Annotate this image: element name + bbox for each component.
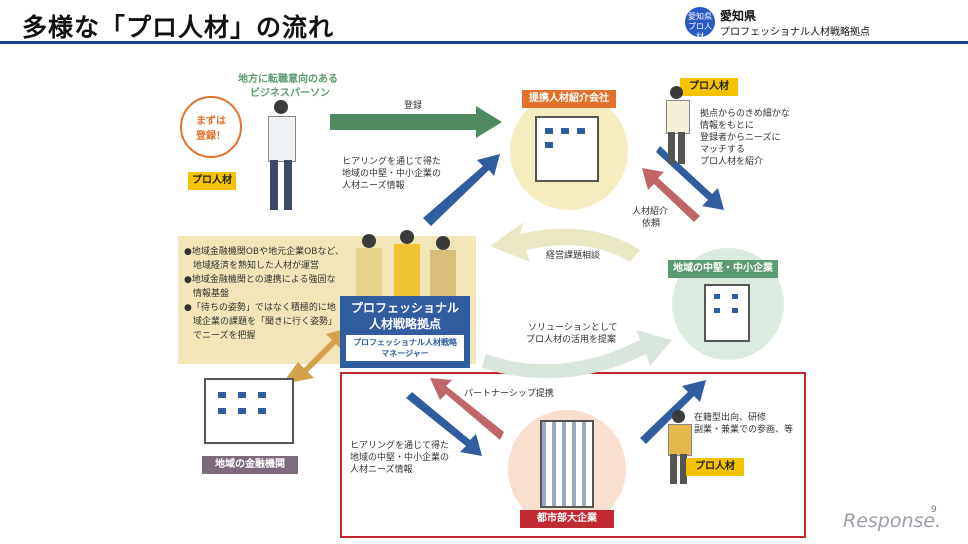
big-company-building-icon bbox=[540, 420, 594, 508]
solution-label-2: プロ人材の活用を提案 bbox=[526, 335, 617, 345]
matching-label-5: プロ人材を紹介 bbox=[700, 157, 764, 167]
logo-title: 愛知県 bbox=[720, 9, 757, 23]
sme-building-icon bbox=[704, 284, 750, 342]
pro-talent-left-label: プロ人材 bbox=[188, 172, 236, 190]
hq-team-figures bbox=[352, 230, 464, 296]
feature-line-1: ●地域金融機関OBや地元企業OBなど、 bbox=[184, 247, 344, 257]
solution-label-1: ソリューションとして bbox=[528, 323, 618, 333]
local-sme-label: 地域の中堅・中小企業 bbox=[668, 260, 778, 278]
feature-line-4: 情報基盤 bbox=[184, 289, 230, 299]
hearing-top-arrow-icon bbox=[423, 154, 500, 226]
feature-line-5: ●「待ちの姿勢」ではなく積極的に地 bbox=[184, 303, 336, 313]
start-bubble-line1: まずは bbox=[196, 116, 226, 127]
register-label: 登録 bbox=[404, 101, 423, 111]
agency-label: 提携人材紹介会社 bbox=[522, 90, 616, 108]
consult-label: 経営課題相談 bbox=[546, 251, 601, 261]
hq-manager-label: プロフェッショナル人材戦略 マネージャー bbox=[346, 335, 464, 361]
start-bubble-line2: 登録！ bbox=[196, 131, 226, 142]
pro-talent-figure-top bbox=[662, 86, 692, 166]
feature-line-6: 域企業の課題を「聞きに行く姿勢」 bbox=[184, 317, 338, 327]
solution-arrow-icon bbox=[482, 330, 672, 379]
page-number: 9 bbox=[931, 505, 937, 515]
referral-label-2: 依頼 bbox=[642, 219, 661, 229]
big-company-label: 都市部大企業 bbox=[520, 510, 614, 528]
hq-manager-line1: プロフェッショナル人材戦略 bbox=[353, 338, 457, 347]
hq-title-2: 人材戦略拠点 bbox=[368, 317, 441, 331]
response-watermark: Response. bbox=[843, 510, 942, 532]
business-person-caption-2: ビジネスパーソン bbox=[250, 88, 330, 99]
hq-box: プロフェッショナル 人材戦略拠点 プロフェッショナル人材戦略 マネージャー bbox=[340, 296, 470, 368]
feature-line-7: でニーズを把握 bbox=[184, 331, 256, 341]
pro-talent-top-right-label: プロ人材 bbox=[680, 78, 738, 96]
hq-title-1: プロフェッショナル bbox=[350, 301, 459, 315]
matching-label-4: マッチする bbox=[700, 145, 746, 155]
matching-label-2: 情報をもとに bbox=[700, 121, 754, 131]
hearing-bottom-label-1: ヒアリングを通じて得た bbox=[350, 441, 450, 451]
hearing-bottom-label-3: 人材ニーズ情報 bbox=[350, 465, 413, 475]
pro-talent-bottom-right-label: プロ人材 bbox=[686, 458, 744, 476]
aichi-logo-icon: 愛知県 プロ人材 bbox=[685, 7, 715, 41]
feature-line-2: 地域経済を熟知した人材が運営 bbox=[184, 261, 320, 271]
hq-manager-line2: マネージャー bbox=[381, 349, 429, 358]
secondment-label-1: 在籍型出向、研修 bbox=[694, 413, 767, 423]
request-arrow-icon bbox=[642, 168, 700, 222]
logo-subtitle: プロフェッショナル人材戦略拠点 bbox=[720, 27, 870, 38]
hearing-bottom-label-2: 地域の中堅・中小企業の bbox=[350, 453, 450, 463]
page-title: 多様な「プロ人材」の流れ bbox=[22, 13, 335, 42]
business-person-caption-1: 地方に転職意向のある bbox=[238, 74, 338, 85]
consult-arrow-icon bbox=[490, 222, 640, 262]
hearing-top-label-2: 地域の中堅・中小企業の bbox=[342, 169, 442, 179]
start-bubble: まずは 登録！ bbox=[180, 96, 242, 158]
financial-building-icon bbox=[204, 378, 294, 444]
matching-label-1: 拠点からのきめ細かな bbox=[700, 109, 790, 119]
pro-talent-figure-bottom bbox=[664, 410, 694, 486]
register-arrow-icon bbox=[330, 106, 502, 138]
matching-label-3: 登録者からニーズに bbox=[700, 133, 781, 143]
hearing-bottom-arrow-icon bbox=[406, 392, 482, 456]
title-underline bbox=[0, 41, 968, 44]
partnership-label: パートナーシップ提携 bbox=[464, 389, 554, 399]
agency-building-icon bbox=[535, 116, 599, 182]
financial-inst-label: 地域の金融機関 bbox=[202, 456, 298, 474]
secondment-label-2: 副業・兼業での参画、等 bbox=[694, 425, 794, 435]
feature-line-3: ●地域金融機関との連携による強固な bbox=[184, 275, 336, 285]
partnership-arrow-icon bbox=[430, 378, 504, 440]
hearing-top-label-1: ヒアリングを通じて得た bbox=[342, 157, 442, 167]
financial-link-arrow-icon bbox=[282, 328, 348, 384]
referral-label-1: 人材紹介 bbox=[632, 207, 669, 217]
hearing-top-label-3: 人材ニーズ情報 bbox=[342, 181, 405, 191]
business-person-figure bbox=[262, 100, 302, 220]
